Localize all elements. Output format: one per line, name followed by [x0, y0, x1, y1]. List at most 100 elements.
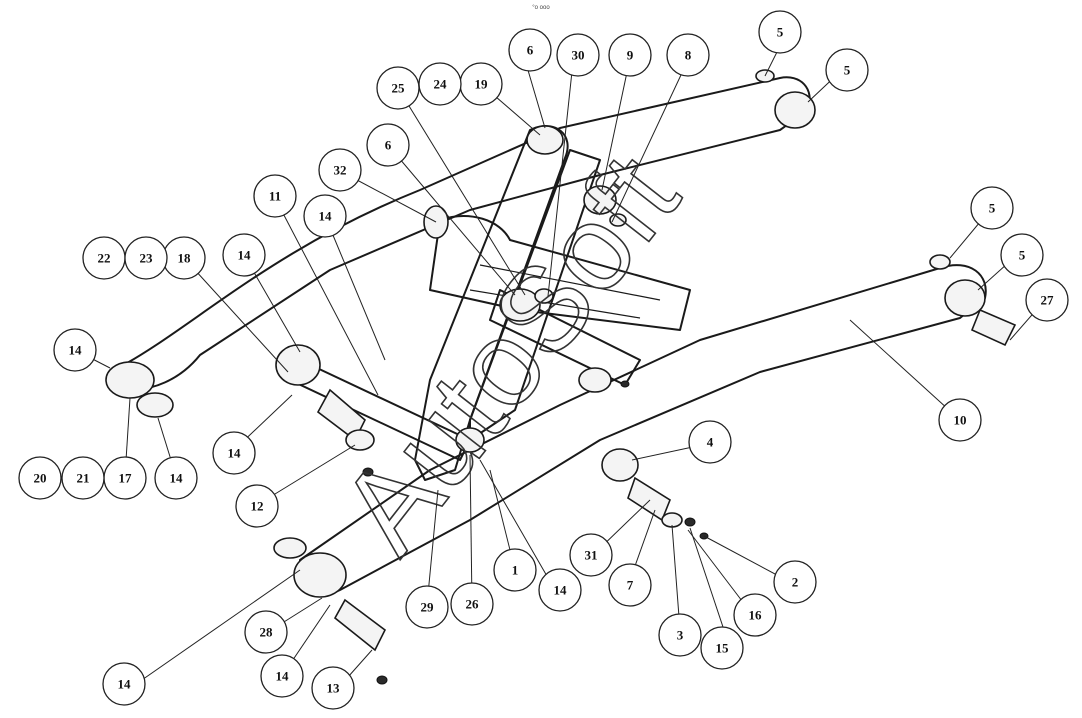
callout-31: 31: [569, 533, 613, 577]
callout-29: 29: [405, 585, 449, 629]
callout-label: 14: [228, 446, 242, 461]
upper-arm: [117, 76, 811, 390]
callout-1: 1: [493, 548, 537, 592]
callout-label: 3: [677, 628, 684, 643]
bushing-upper-right: [774, 91, 816, 129]
callout-label: 5: [989, 201, 996, 216]
callout-label: 4: [707, 435, 714, 450]
pivot-6-top: [526, 125, 564, 155]
callout-label: 24: [434, 77, 448, 92]
callout-14e: 14: [154, 456, 198, 500]
a-frame-rear: [469, 149, 601, 441]
callout-25: 25: [376, 66, 420, 110]
callout-label: 16: [749, 608, 763, 623]
callout-23: 23: [124, 236, 168, 280]
callout-5b: 5: [825, 48, 869, 92]
callout-19: 19: [459, 62, 503, 106]
callout-3: 3: [658, 613, 702, 657]
pin-26: [455, 427, 485, 453]
callout-18: 18: [162, 236, 206, 280]
callout-16: 16: [733, 593, 777, 637]
pin-31: [627, 476, 671, 522]
bushing-4: [601, 448, 639, 482]
callout-label: 27: [1041, 293, 1055, 308]
callout-28: 28: [244, 610, 288, 654]
callout-label: 13: [327, 681, 341, 696]
callout-13: 13: [311, 666, 355, 710]
callout-12: 12: [235, 484, 279, 528]
callout-label: 26: [466, 597, 480, 612]
callout-label: 2: [792, 575, 799, 590]
nut-15: [684, 517, 696, 527]
callout-24: 24: [418, 62, 462, 106]
washer-3: [661, 512, 683, 528]
callout-label: 14: [319, 209, 333, 224]
callout-label: 6: [527, 43, 534, 58]
callout-5a: 5: [758, 10, 802, 54]
callout-label: 31: [585, 548, 598, 563]
callout-label: 22: [98, 251, 111, 266]
callout-5c: 5: [970, 186, 1014, 230]
pin-27: [970, 308, 1017, 347]
callout-label: 14: [554, 583, 568, 598]
callout-label: 14: [238, 248, 252, 263]
callout-label: 21: [77, 471, 90, 486]
callout-14f: 14: [538, 568, 582, 612]
callout-14g: 14: [102, 662, 146, 706]
callout-label: 28: [260, 625, 274, 640]
callout-11: 11: [253, 174, 297, 218]
callout-label: 18: [178, 251, 192, 266]
callout-2: 2: [773, 560, 817, 604]
callout-9: 9: [608, 33, 652, 77]
callout-label: 20: [34, 471, 47, 486]
callout-14c: 14: [303, 194, 347, 238]
callout-14h: 14: [260, 654, 304, 698]
pin-13: [333, 598, 387, 652]
callout-label: 29: [421, 600, 435, 615]
bushing-left-end: [105, 361, 155, 399]
callout-label: 11: [269, 189, 281, 204]
callout-label: 14: [118, 677, 132, 692]
callout-15: 15: [700, 626, 744, 670]
callout-17: 17: [103, 456, 147, 500]
callout-20: 20: [18, 456, 62, 500]
callout-32: 32: [318, 148, 362, 192]
nut-right-link: [620, 380, 630, 388]
callout-14d: 14: [212, 431, 256, 475]
plate-12: [345, 429, 375, 451]
ring-lower-right: [929, 254, 951, 270]
callout-8: 8: [666, 33, 710, 77]
callout-label: 30: [572, 48, 585, 63]
pivot-right-link: [578, 367, 612, 393]
callout-label: 5: [777, 25, 784, 40]
nut-12: [362, 467, 374, 477]
callout-label: 8: [685, 48, 692, 63]
callout-label: 17: [119, 471, 133, 486]
callout-label: 5: [1019, 248, 1026, 263]
callout-6a: 6: [508, 28, 552, 72]
callout-label: 1: [512, 563, 519, 578]
callout-22: 22: [82, 236, 126, 280]
callouts: 1 2 3 4 5 5 5 5 6 6 7 8 9 10 11 12 13 14…: [18, 10, 1069, 710]
callout-27: 27: [1025, 278, 1069, 322]
callout-label: 15: [716, 641, 730, 656]
callout-label: 10: [954, 413, 967, 428]
callout-label: 6: [385, 138, 392, 153]
callout-10: 10: [938, 398, 982, 442]
callout-label: 25: [392, 81, 406, 96]
callout-label: 5: [844, 63, 851, 78]
callout-21: 21: [61, 456, 105, 500]
washer-left-end: [136, 392, 174, 418]
callout-7: 7: [608, 563, 652, 607]
callout-30: 30: [556, 33, 600, 77]
callout-label: 14: [276, 669, 290, 684]
callout-14a: 14: [53, 328, 97, 372]
callout-4: 4: [688, 420, 732, 464]
pivot-6-center: [499, 288, 541, 322]
callout-14b: 14: [222, 233, 266, 277]
callout-5d: 5: [1000, 233, 1044, 277]
callout-label: 14: [69, 343, 83, 358]
bushing-lower-right: [944, 279, 986, 317]
bushing-left-mid: [275, 344, 321, 386]
